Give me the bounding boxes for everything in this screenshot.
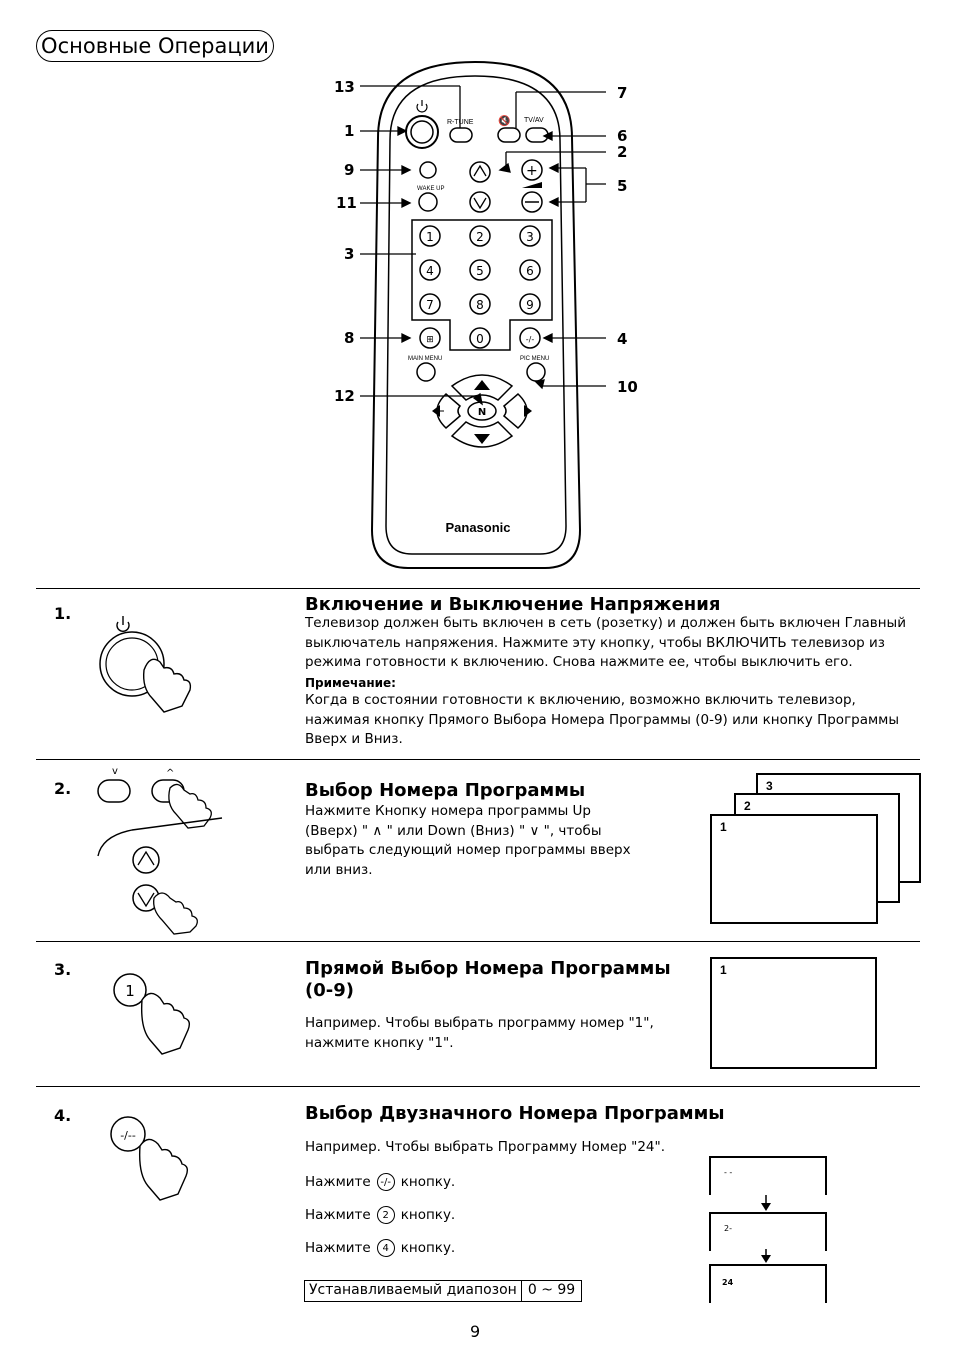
section-2-heading: Выбор Номера Программы — [305, 780, 586, 801]
callout-6: 6 — [617, 127, 628, 145]
callout-13: 13 — [334, 78, 355, 96]
range-box: Устанавливаемый диапозон 0 ~ 99 — [304, 1280, 583, 1302]
press-step-1: Нажмите-/-кнопку. — [305, 1173, 456, 1191]
digit-2-button-icon: 2 — [376, 1206, 395, 1224]
tv-screen-single: 1 — [710, 957, 877, 1069]
main-menu-label: MAIN MENU — [408, 356, 442, 362]
n-button-label: N — [478, 407, 486, 418]
section-2-number: 2. — [54, 779, 72, 798]
page-title: Основные Операции — [36, 30, 274, 62]
minus-button-label: -/-- — [120, 1129, 136, 1142]
callout-8: 8 — [344, 329, 355, 347]
digit-button-label: 1 — [125, 982, 135, 1000]
section-1-note: Когда в состоянии готовности к включению… — [305, 692, 900, 747]
power-button-diagram — [405, 100, 439, 149]
digit-7: 7 — [426, 298, 434, 312]
callout-9: 9 — [344, 161, 355, 179]
tv-screen-1: 1 — [710, 814, 878, 924]
callout-4: 4 — [617, 330, 628, 348]
section-1-number: 1. — [54, 604, 72, 623]
hand-pressing-minus-icon: -/-- — [110, 1116, 189, 1201]
svg-text:⊞: ⊞ — [426, 335, 434, 345]
digit-8: 8 — [476, 298, 484, 312]
section-4-body: Например. Чтобы выбрать Программу Номер … — [305, 1139, 665, 1155]
section-3-heading: Прямой Выбор Номера Программы (0-9) — [305, 958, 671, 1001]
digit-9: 9 — [526, 298, 534, 312]
wake-up-label: WAKE UP — [417, 186, 444, 192]
channel-up-mark: ^ — [166, 768, 174, 779]
digit-5: 5 — [476, 264, 484, 278]
range-label: Устанавливаемый диапозон — [309, 1282, 517, 1298]
hand-pressing-digit-icon: 1 — [113, 973, 191, 1055]
callout-10: 10 — [617, 378, 638, 396]
page-number: 9 — [470, 1322, 481, 1341]
callout-5: 5 — [617, 177, 628, 195]
section-1-note-label: Примечание: — [305, 676, 396, 690]
section-4-heading: Выбор Двузначного Номера Программы — [305, 1103, 725, 1124]
callout-11: 11 — [336, 194, 357, 212]
digit-3: 3 — [526, 230, 534, 244]
mute-icon: 🔇 — [498, 114, 510, 127]
section-1-heading: Включение и Выключение Напряжения — [305, 594, 721, 615]
section-divider — [36, 1086, 920, 1087]
svg-text:+: + — [526, 163, 538, 179]
digit-6: 6 — [526, 264, 534, 278]
screen-2-dash: 2- — [724, 1224, 732, 1233]
digit-4-button-icon: 4 — [376, 1239, 395, 1257]
callout-12: 12 — [334, 387, 355, 405]
digit-4: 4 — [426, 264, 434, 278]
range-value: 0 ~ 99 — [520, 1281, 581, 1301]
minus-button-icon: -/- — [376, 1173, 395, 1191]
section-3-number: 3. — [54, 960, 72, 979]
callout-7: 7 — [617, 84, 628, 102]
screen-dashes: - - — [724, 1168, 732, 1177]
digit-1: 1 — [426, 230, 434, 244]
brand-label: Panasonic — [445, 520, 510, 535]
channel-down-mark: v — [112, 766, 118, 777]
section-2-body: Нажмите Кнопку номера программы Up (Ввер… — [305, 803, 631, 878]
callout-lines — [360, 85, 606, 406]
digit-2: 2 — [476, 230, 484, 244]
minus-button-label: -/- — [526, 335, 535, 344]
section-1-body: Телевизор должен быть включен в сеть (ро… — [305, 615, 906, 670]
digit-0: 0 — [476, 332, 484, 346]
section-divider — [36, 941, 920, 942]
hand-pressing-power-icon — [99, 616, 192, 713]
section-4-number: 4. — [54, 1106, 72, 1125]
pic-menu-label: PIC MENU — [520, 356, 549, 362]
two-digit-screens-illustration: - - 2- 24 — [709, 1156, 827, 1303]
callout-1: 1 — [344, 122, 355, 140]
callout-2: 2 — [617, 143, 628, 161]
callout-3: 3 — [344, 245, 355, 263]
section-divider — [36, 759, 920, 760]
screen-24: 24 — [722, 1278, 734, 1287]
section-3-body: Например. Чтобы выбрать программу номер … — [305, 1015, 654, 1051]
tv-av-label: TV/AV — [524, 117, 544, 124]
section-divider — [36, 588, 920, 589]
channel-buttons-illustration: v ^ — [97, 766, 223, 935]
